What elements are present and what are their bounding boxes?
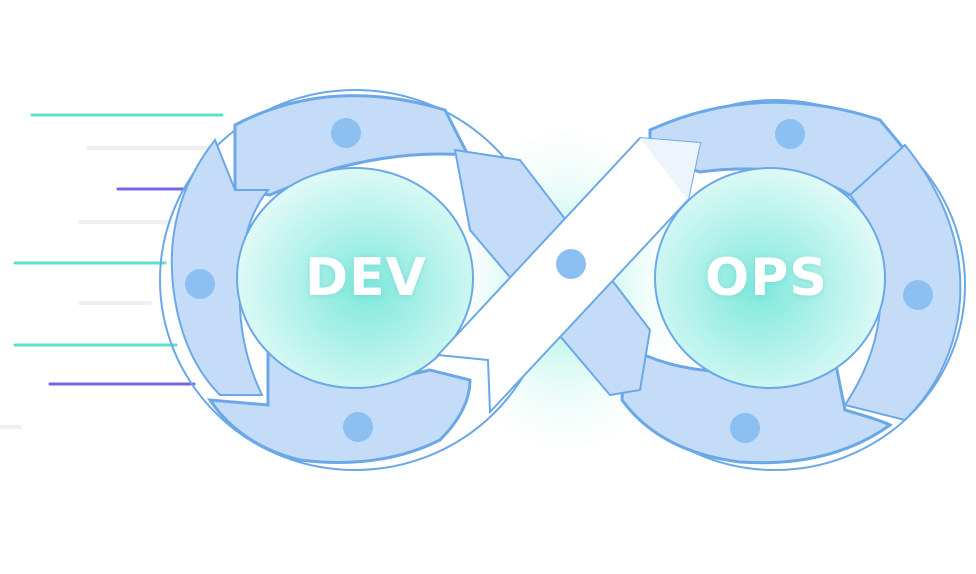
connector-node <box>343 412 373 442</box>
speed-lines <box>0 113 224 429</box>
crossing-bands <box>435 136 702 415</box>
dev-label: DEV <box>305 248 427 308</box>
connector-node <box>730 413 760 443</box>
connector-node <box>775 119 805 149</box>
connector-node <box>556 249 586 279</box>
cross-ribbon-shadow <box>640 138 700 200</box>
connector-node <box>185 269 215 299</box>
connector-node <box>903 280 933 310</box>
ops-core <box>654 167 886 389</box>
connector-node <box>331 118 361 148</box>
ops-label: OPS <box>705 248 828 308</box>
dev-core <box>236 167 474 389</box>
right-loop <box>620 100 962 465</box>
left-loop <box>170 94 474 464</box>
